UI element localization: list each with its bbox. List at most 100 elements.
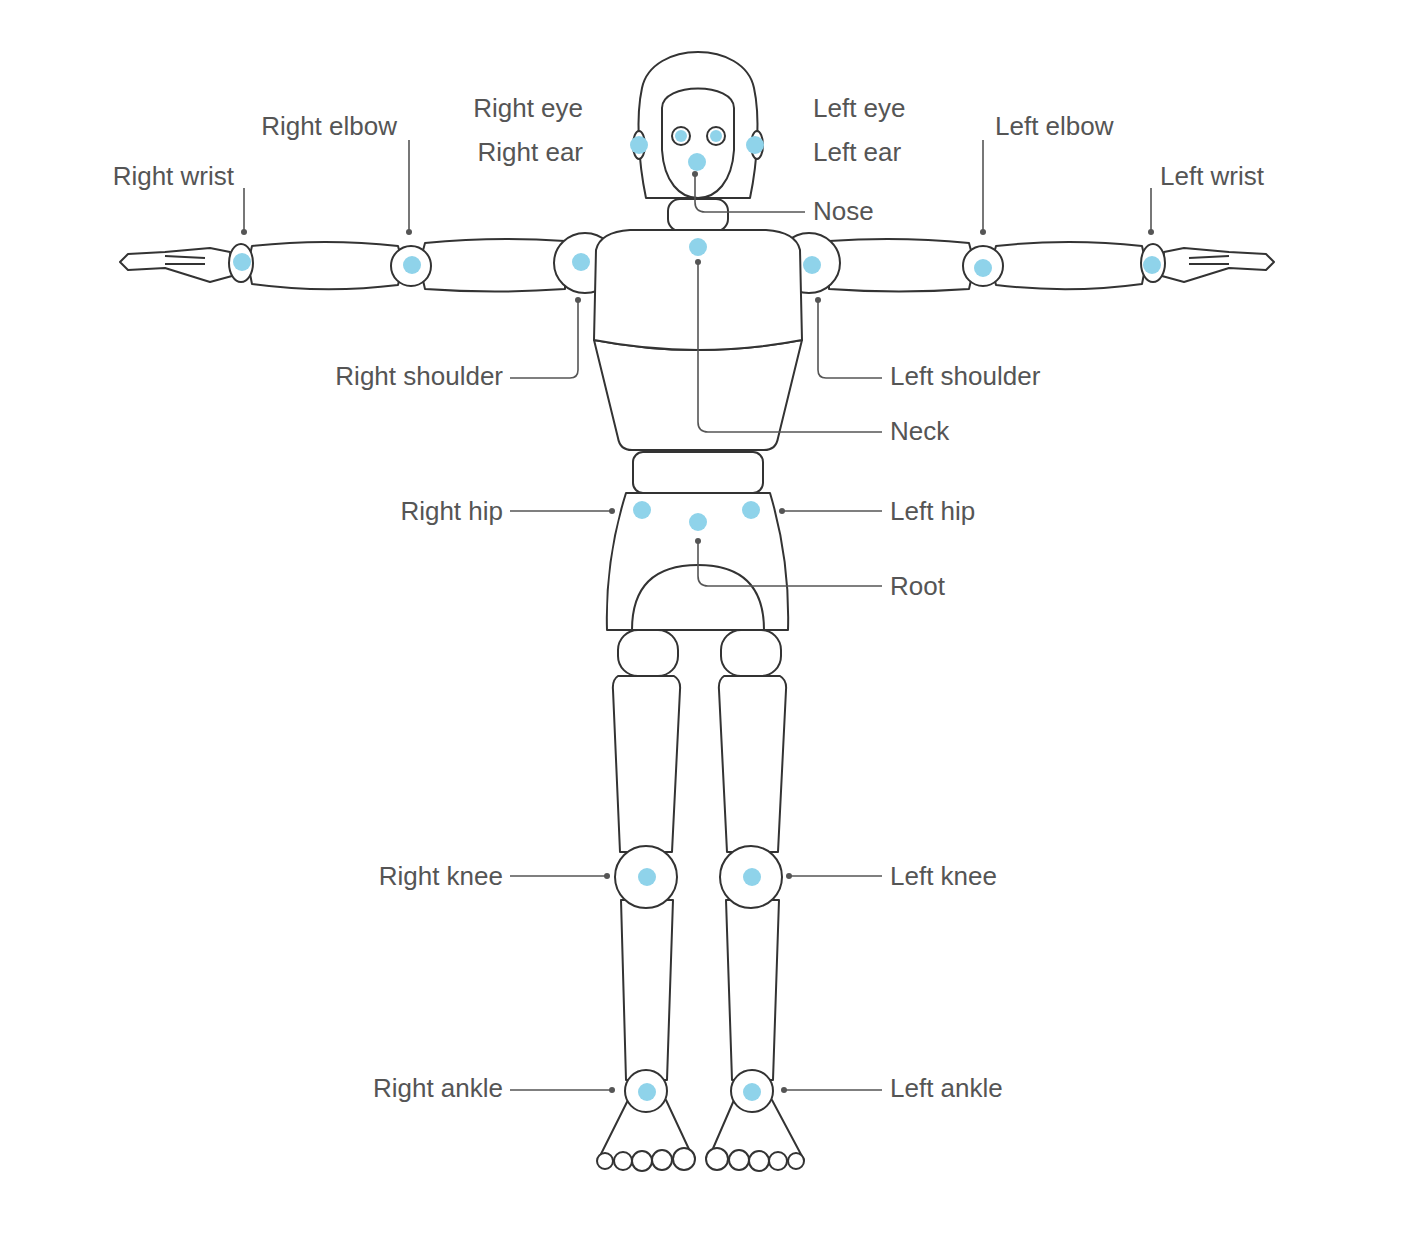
ankle-joint [731, 1070, 773, 1112]
upper-arm [422, 239, 566, 292]
wrist-joint [1141, 244, 1165, 282]
part-label: Right hip [400, 496, 503, 526]
shin [621, 900, 673, 1080]
part-label: Left wrist [1160, 161, 1264, 191]
part-label: Left eye [813, 93, 906, 123]
part-label: Left ankle [890, 1073, 1003, 1103]
toe [632, 1151, 652, 1171]
leader-line [510, 300, 578, 378]
elbow-joint [963, 246, 1003, 286]
leader-line [408, 140, 410, 232]
leader-line [982, 140, 984, 232]
joint-dot [803, 256, 821, 274]
leader-line [698, 262, 882, 432]
finger [165, 256, 205, 264]
toe [652, 1150, 672, 1170]
toe [729, 1150, 749, 1170]
leader-line [784, 1089, 882, 1091]
leader-end [406, 229, 412, 235]
part-label: Right eye [473, 93, 583, 123]
leader-end [695, 259, 701, 265]
joint-dot [638, 1083, 656, 1101]
joint-dot [743, 868, 761, 886]
eye [672, 127, 690, 145]
part-label: Left hip [890, 496, 975, 526]
joint-dot [689, 238, 707, 256]
leader-end [241, 229, 247, 235]
toe [769, 1152, 787, 1170]
forearm [250, 242, 402, 289]
part-label: Left knee [890, 861, 997, 891]
joint-dot [689, 513, 707, 531]
elbow-joint [391, 246, 431, 286]
part-label: Nose [813, 196, 874, 226]
waist [633, 452, 763, 493]
part-label: Right shoulder [335, 361, 503, 391]
shin [726, 900, 779, 1080]
figure-outline [120, 52, 1274, 1171]
leader-end [692, 171, 698, 177]
leader-line [510, 510, 612, 512]
toe [673, 1148, 695, 1170]
leader-end [786, 873, 792, 879]
part-label: Right ear [478, 137, 584, 167]
part-label: Root [890, 571, 945, 601]
leader-end [1148, 229, 1154, 235]
joint-dot [710, 130, 722, 142]
neck-part [668, 199, 728, 231]
part-label: Right elbow [261, 111, 397, 141]
knee-joint [720, 846, 782, 908]
joint-dots [233, 130, 1161, 1101]
hip-joint [721, 630, 781, 676]
hip-joint [618, 630, 678, 676]
upper-arm [829, 239, 973, 292]
joint-dot [572, 253, 590, 271]
toe [597, 1153, 613, 1169]
joint-dot [1143, 256, 1161, 274]
leader-line [695, 174, 805, 212]
leader-line [698, 541, 882, 586]
leader-end [575, 297, 581, 303]
hand [120, 248, 232, 282]
hand [1162, 248, 1274, 282]
leader-lines [244, 140, 1151, 1090]
part-label: Left elbow [995, 111, 1114, 141]
leader-line [510, 1089, 612, 1091]
joint-dot [638, 868, 656, 886]
joint-dot [746, 136, 764, 154]
finger [1189, 256, 1229, 264]
wrist-joint [229, 244, 253, 282]
part-label: Right ankle [373, 1073, 503, 1103]
part-label: Left shoulder [890, 361, 1040, 391]
leader-line [789, 875, 882, 877]
toe [749, 1151, 769, 1171]
leader-end [695, 538, 701, 544]
thigh [719, 676, 786, 852]
forearm [993, 242, 1145, 289]
leader-ends [241, 171, 1154, 1093]
leader-end [815, 297, 821, 303]
part-label: Neck [890, 416, 949, 446]
joint-dot [743, 1083, 761, 1101]
leader-end [779, 508, 785, 514]
part-label: Right wrist [113, 161, 234, 191]
toe [788, 1153, 804, 1169]
eye [707, 127, 725, 145]
joint-dot [675, 130, 687, 142]
leader-line [818, 300, 882, 378]
toe [614, 1152, 632, 1170]
leader-end [980, 229, 986, 235]
leader-end [604, 873, 610, 879]
joint-dot [633, 501, 651, 519]
head-shell [639, 52, 758, 198]
knee-joint [615, 846, 677, 908]
face [662, 89, 734, 199]
joint-dot [974, 259, 992, 277]
part-label: Left ear [813, 137, 901, 167]
joint-dot [688, 153, 706, 171]
leader-line [510, 875, 607, 877]
toe [706, 1148, 728, 1170]
leader-end [609, 508, 615, 514]
ankle-joint [625, 1070, 667, 1112]
